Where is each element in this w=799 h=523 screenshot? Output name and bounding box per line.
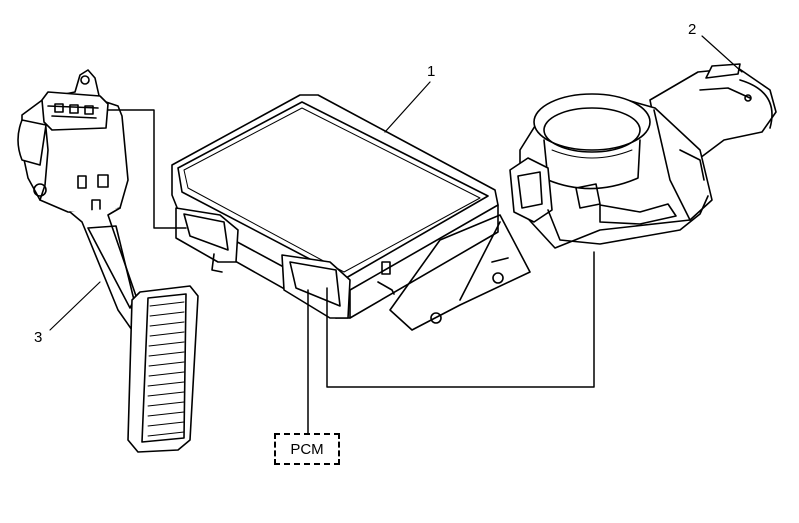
- callout-2: 2: [688, 21, 697, 38]
- accelerator-pedal-assembly: [17, 69, 199, 453]
- leader-lines: [49, 35, 743, 331]
- pcm-label: PCM: [290, 440, 324, 458]
- throttle-body: [509, 63, 777, 249]
- leader-2: [701, 35, 743, 73]
- pedal-sensor-wire: [107, 109, 187, 229]
- pcm-box: PCM: [274, 433, 340, 465]
- throttle-wire: [326, 251, 595, 388]
- leader-3: [49, 281, 101, 331]
- wiring: [107, 109, 595, 434]
- callout-3: 3: [34, 329, 43, 346]
- callout-1: 1: [427, 63, 436, 80]
- leader-1: [384, 81, 431, 133]
- control-module: [171, 94, 531, 331]
